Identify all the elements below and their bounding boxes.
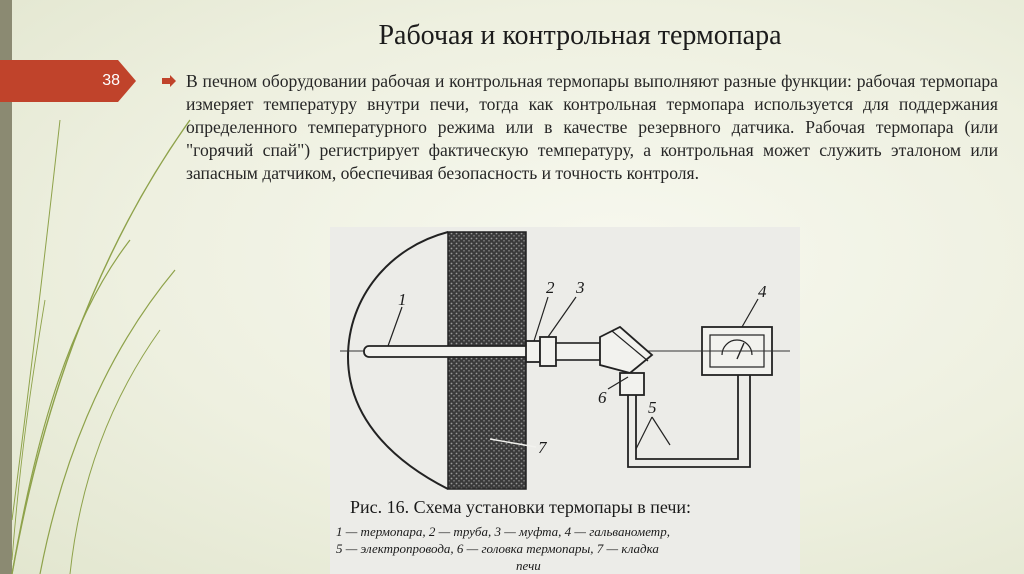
label-5: 5 xyxy=(648,398,657,417)
thermocouple-head xyxy=(599,325,654,374)
furnace-interior-outline xyxy=(346,231,449,490)
slide-number-tab xyxy=(0,60,136,102)
slide-body-text: В печном оборудовании рабочая и контроль… xyxy=(186,71,998,183)
slide-number: 38 xyxy=(102,72,120,89)
figure-caption-title: Рис. 16. Схема установки термопары в печ… xyxy=(350,497,691,517)
left-decor-strip xyxy=(0,0,12,574)
thermocouple-rod xyxy=(363,345,541,358)
label-2: 2 xyxy=(546,278,555,297)
figure-caption-line-2: 5 — электропровода, 6 — головка термопар… xyxy=(336,541,659,556)
decorative-grass-lines xyxy=(11,119,191,574)
coupling xyxy=(539,336,557,367)
bullet-arrow-icon xyxy=(162,75,176,87)
wire-2 xyxy=(635,375,739,460)
label-6: 6 xyxy=(598,388,607,407)
label-3: 3 xyxy=(575,278,585,297)
thermocouple-diagram: 1 2 3 4 5 6 7 Рис. 16. Схема установки т… xyxy=(330,227,800,574)
wire-1 xyxy=(627,375,751,468)
slide-title: Рабочая и контрольная термопара xyxy=(378,20,782,51)
label-1: 1 xyxy=(398,290,407,309)
tube xyxy=(525,340,541,363)
label-7: 7 xyxy=(538,438,548,457)
furnace-wall-masonry xyxy=(447,231,527,490)
figure-caption-line-1: 1 — термопара, 2 — труба, 3 — муфта, 4 —… xyxy=(336,524,670,539)
label-4: 4 xyxy=(758,282,767,301)
figure-caption-line-3: печи xyxy=(516,558,541,573)
